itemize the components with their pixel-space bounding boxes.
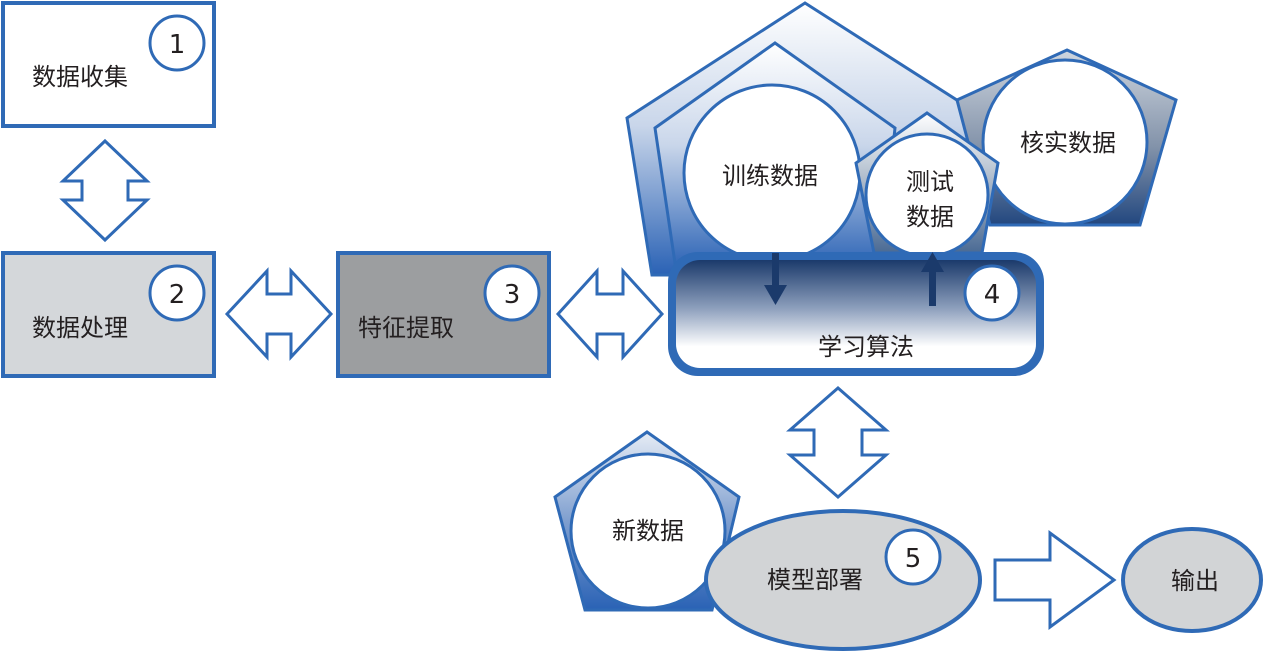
arrow-deploy-output: [993, 530, 1117, 630]
feature-extraction-label: 特征提取: [358, 314, 454, 342]
step-4-number: 4: [984, 280, 1001, 310]
step-2-badge: [148, 264, 206, 322]
model-deployment-label: 模型部署: [767, 566, 863, 594]
data-processing-label: 数据处理: [32, 314, 128, 342]
step-5-number: 5: [905, 544, 922, 574]
step-2-number: 2: [169, 280, 186, 310]
step-1-badge: [148, 14, 206, 72]
step-4-badge: [963, 264, 1021, 322]
double-arrow-process-feature: [224, 267, 334, 361]
algorithm-to-test-arrow-head: [921, 252, 944, 272]
step-5-badge: [884, 528, 942, 586]
training-to-algorithm-arrow-shaft: [772, 253, 779, 287]
algorithm-to-test-arrow-shaft: [929, 270, 936, 306]
validation-data-label: 核实数据: [1020, 129, 1116, 157]
new-data-circle: [569, 452, 727, 610]
learning-algorithm-label: 学习算法: [818, 333, 914, 361]
step-1-number: 1: [169, 30, 186, 60]
step-3-number: 3: [504, 280, 521, 310]
double-arrow-algorithm-deploy: [786, 386, 890, 499]
double-arrow-feature-algorithm: [555, 267, 665, 361]
validation-data-circle: [981, 58, 1149, 226]
data-collection-label: 数据收集: [32, 63, 128, 91]
training-to-algorithm-arrow-head: [764, 285, 787, 305]
new-data-label: 新数据: [612, 517, 684, 545]
output-label: 输出: [1171, 567, 1219, 595]
training-data-label: 训练数据: [722, 162, 818, 190]
test-data-label-line2: 数据: [906, 203, 954, 231]
step-3-badge: [483, 264, 541, 322]
test-data-label-line1: 测试: [906, 168, 954, 196]
output-ellipse: [1121, 527, 1263, 633]
double-arrow-collect-process: [59, 138, 151, 243]
